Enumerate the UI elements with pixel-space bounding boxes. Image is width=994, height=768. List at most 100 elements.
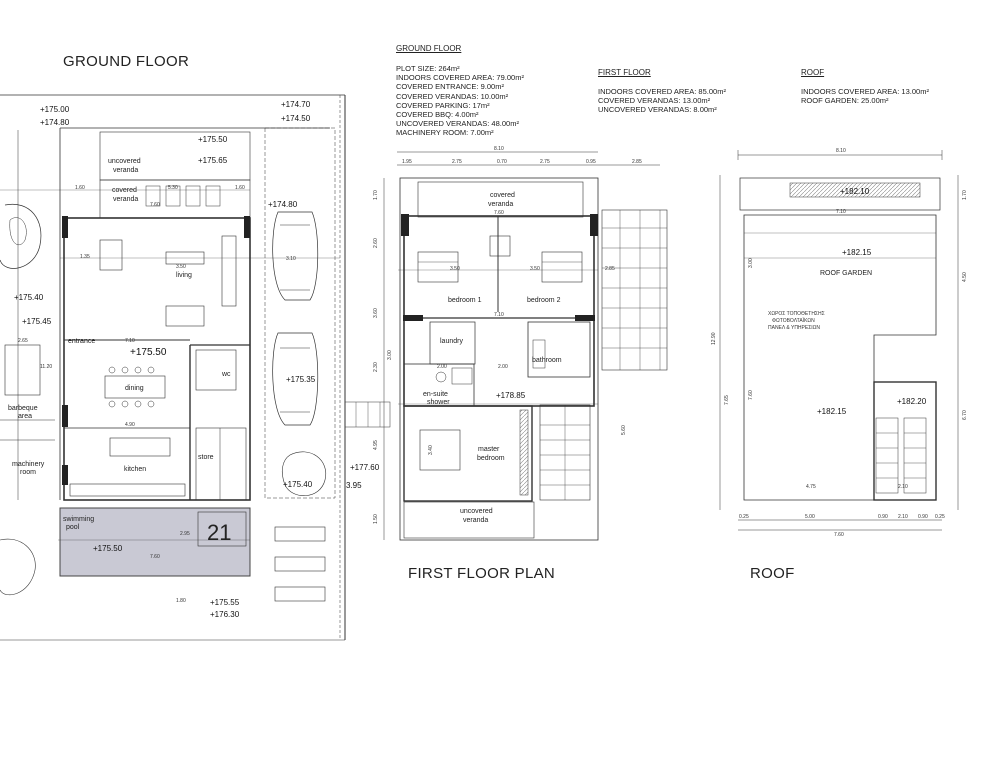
wc-label: wc xyxy=(221,371,231,378)
ff-dim-inner: 7.60 xyxy=(494,210,504,216)
ground-floor-title: GROUND FLOOR xyxy=(63,53,190,70)
ff-dim-total: 8.10 xyxy=(494,146,504,152)
roof-dim: 4.50 xyxy=(962,272,968,282)
ff-dim-inner: 3.50 xyxy=(530,266,540,272)
roof-elevation: +182.15 xyxy=(817,407,847,416)
roof-elevation: +182.20 xyxy=(897,397,927,406)
ff-dim-left: 2.60 xyxy=(373,238,379,248)
ground-elevation: +175.35 xyxy=(286,375,316,384)
roof-garden-label: ROOF GARDEN xyxy=(820,270,872,277)
summary-ground-line: COVERED ENTRANCE: 9.00m² xyxy=(396,82,504,92)
dining-label: dining xyxy=(125,385,144,392)
ground-elevation: +176.30 xyxy=(210,610,240,619)
ff-dim-inner: 3.40 xyxy=(428,445,434,455)
ground-elevation: +174.80 xyxy=(268,200,298,209)
ground-covered-veranda-label: covered xyxy=(112,187,137,194)
summary-roof-line: INDOORS COVERED AREA: 13.00m² xyxy=(801,87,929,96)
summary-first-line: INDOORS COVERED AREA: 85.00m² xyxy=(598,87,726,96)
roof-dim-bottom: 0.90 xyxy=(878,514,888,520)
ff-covered-veranda-label: veranda xyxy=(488,201,513,208)
roof-dim-bottom: 0.90 xyxy=(918,514,928,520)
greek-note: ΦΩΤΟΒΟΛΤΑΪΚΩΝ xyxy=(772,317,815,324)
swimming-pool-label: swimming xyxy=(63,516,94,523)
roof-dim: 6.70 xyxy=(962,410,968,420)
ff-dim-inner: 2.00 xyxy=(437,364,447,370)
roof-dim: 2.10 xyxy=(898,484,908,490)
roof-dim: 7.65 xyxy=(724,395,730,405)
ff-dim-top: 0.70 xyxy=(497,159,507,165)
roof-plan xyxy=(719,150,959,531)
ground-dim: 4.90 xyxy=(125,422,135,428)
roof-dim-bottom: 0.25 xyxy=(739,514,749,520)
store-label: store xyxy=(198,454,214,461)
roof-dim-bottom: 5.00 xyxy=(805,514,815,520)
master-bedroom-label: bedroom xyxy=(477,455,505,462)
summary-first-heading: FIRST FLOOR xyxy=(598,68,651,77)
master-bedroom-label: master xyxy=(478,446,500,453)
entrance-label: entrance xyxy=(68,338,95,345)
ff-dim-top: 2.75 xyxy=(540,159,550,165)
ground-dim: 1.60 xyxy=(235,185,245,191)
ff-dim-left: 4.95 xyxy=(373,440,379,450)
ground-elevation: +175.50 xyxy=(198,135,228,144)
ground-elevation: +174.80 xyxy=(40,118,70,127)
summary-ground-line: INDOORS COVERED AREA: 79.00m² xyxy=(396,73,524,83)
roof-dim: 3.00 xyxy=(748,258,754,268)
summary-ground-line: PLOT SIZE: 264m² xyxy=(396,64,460,73)
ground-dim: 1.80 xyxy=(176,598,186,604)
ground-uncovered-veranda-label: uncovered xyxy=(108,158,141,165)
ff-uncovered-veranda-label: uncovered xyxy=(460,508,493,515)
ff-elevation: 3.95 xyxy=(346,481,362,490)
summary-ground-line: UNCOVERED VERANDAS: 48.00m² xyxy=(396,119,519,129)
machinery-label: machinery xyxy=(12,461,45,468)
roof-dim: 4.75 xyxy=(806,484,816,490)
ff-dim-left: 3.60 xyxy=(373,308,379,318)
ground-dim: 1.35 xyxy=(80,254,90,260)
roof-dim-bottom-total: 7.60 xyxy=(834,532,844,538)
first-floor-plan-title: FIRST FLOOR PLAN xyxy=(408,565,556,582)
roof-dim: 1.70 xyxy=(962,190,968,200)
ff-dim-top: 1.95 xyxy=(402,159,412,165)
summary-ground-list: PLOT SIZE: 264m² INDOORS COVERED AREA: 7… xyxy=(396,64,524,138)
ground-elevation: +175.40 xyxy=(283,480,313,489)
ff-dim-top: 2.85 xyxy=(632,159,642,165)
ground-dim: 7.10 xyxy=(125,338,135,344)
ff-covered-veranda-label: covered xyxy=(490,192,515,199)
ground-covered-veranda-label: veranda xyxy=(113,196,138,203)
roof-elevation: +182.15 xyxy=(842,248,872,257)
ground-floor-plan xyxy=(0,94,346,641)
ground-elevation: +175.50 xyxy=(130,347,167,358)
ground-elevation: +175.50 xyxy=(93,544,123,553)
ground-dim: 5.30 xyxy=(168,185,178,191)
ff-dim-top: 0.95 xyxy=(586,159,596,165)
greek-note: ΧΩΡΟΣ ΤΟΠΟΘΕΤΗΣΗΣ xyxy=(768,311,825,317)
ensuite-label: shower xyxy=(427,399,450,406)
barbeque-label: area xyxy=(18,413,32,420)
roof-dim-bottom: 0.25 xyxy=(935,514,945,520)
ground-elevation: +175.65 xyxy=(198,156,228,165)
roof-dim: 7.60 xyxy=(748,390,754,400)
summary-roof-list: INDOORS COVERED AREA: 13.00m² ROOF GARDE… xyxy=(801,87,929,105)
summary-roof-heading: ROOF xyxy=(801,68,825,77)
bedroom2-label: bedroom 2 xyxy=(527,297,561,304)
ff-dim-inner: 2.00 xyxy=(498,364,508,370)
ff-dim-inner: 3.50 xyxy=(450,266,460,272)
ff-dim-left: 2.30 xyxy=(373,362,379,372)
ff-dim-inner: 5.60 xyxy=(621,425,627,435)
ground-dim: 11.20 xyxy=(40,364,52,370)
ground-floor-labels: uncovered veranda covered veranda living… xyxy=(8,100,316,619)
first-floor-labels: covered veranda bedroom 1 bedroom 2 laun… xyxy=(346,146,642,524)
ground-elevation: +175.45 xyxy=(22,317,52,326)
summary-ground-line: MACHINERY ROOM: 7.00m² xyxy=(396,128,494,138)
ff-elevation: +177.60 xyxy=(350,463,380,472)
summary-ground-line: COVERED VERANDAS: 10.00m² xyxy=(396,91,509,101)
summary-roof-line: ROOF GARDEN: 25.00m² xyxy=(801,96,889,106)
machinery-label: room xyxy=(20,469,36,476)
summary-ground-line: COVERED PARKING: 17m² xyxy=(396,100,490,110)
ff-elevation: +178.85 xyxy=(496,391,526,400)
swimming-pool-label: pool xyxy=(66,524,80,531)
living-label: living xyxy=(176,272,192,279)
ground-dim: 3.50 xyxy=(176,264,186,270)
ff-dim-top: 2.75 xyxy=(452,159,462,165)
